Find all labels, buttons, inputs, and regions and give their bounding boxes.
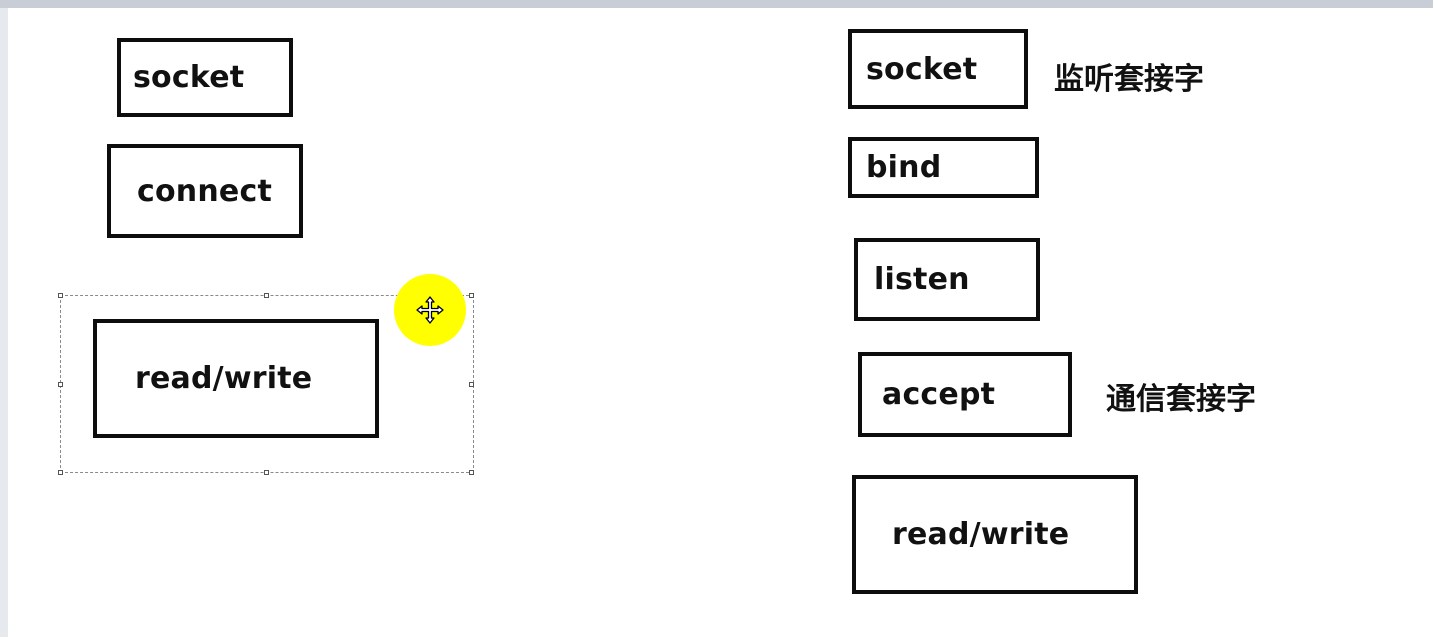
resize-handle-bottom-middle[interactable] [264, 470, 269, 475]
client-connect-box[interactable]: connect [107, 144, 303, 238]
resize-handle-top-middle[interactable] [264, 293, 269, 298]
communication-socket-note: 通信套接字 [1106, 382, 1256, 417]
client-socket-box[interactable]: socket [117, 38, 293, 117]
window-top-edge [0, 0, 1433, 8]
server-socket-box[interactable]: socket [848, 29, 1028, 109]
server-bind-label: bind [866, 150, 942, 185]
resize-handle-bottom-left[interactable] [58, 470, 63, 475]
move-cursor-icon [416, 296, 444, 324]
server-listen-box[interactable]: listen [854, 238, 1040, 321]
client-read-write-box[interactable]: read/write [93, 319, 379, 438]
resize-handle-top-right[interactable] [469, 293, 474, 298]
resize-handle-bottom-right[interactable] [469, 470, 474, 475]
server-accept-label: accept [882, 377, 996, 412]
client-socket-label: socket [133, 60, 245, 95]
client-read-write-label: read/write [135, 361, 313, 396]
server-listen-label: listen [874, 262, 970, 297]
server-read-write-label: read/write [892, 517, 1070, 552]
server-socket-label: socket [866, 51, 978, 87]
server-read-write-box[interactable]: read/write [852, 475, 1138, 594]
listening-socket-note: 监听套接字 [1054, 62, 1204, 97]
server-bind-box[interactable]: bind [848, 137, 1039, 198]
resize-handle-middle-right[interactable] [469, 382, 474, 387]
resize-handle-top-left[interactable] [58, 293, 63, 298]
server-accept-box[interactable]: accept [858, 352, 1072, 437]
cursor-highlight [394, 274, 466, 346]
client-connect-label: connect [137, 173, 272, 209]
slide-canvas[interactable]: socket connect read/write socket 监听套接字 b… [8, 8, 1433, 637]
resize-handle-middle-left[interactable] [58, 382, 63, 387]
window-left-edge [0, 8, 8, 637]
